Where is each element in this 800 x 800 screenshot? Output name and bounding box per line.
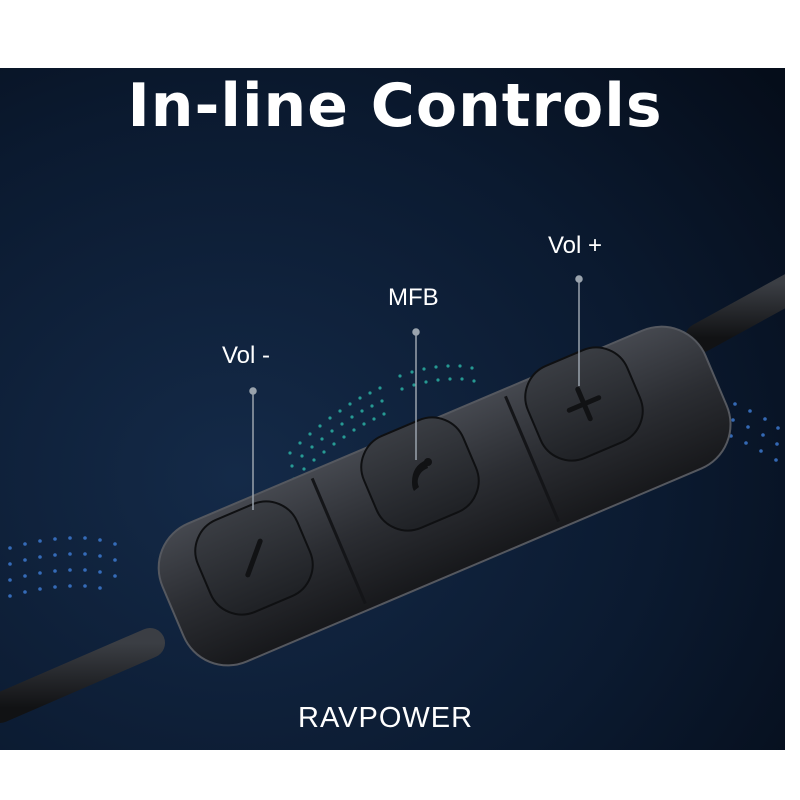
cable-right (685, 274, 785, 353)
brand-logo: RAVPOWER (298, 702, 474, 734)
product-image (0, 68, 785, 750)
cable-left (0, 628, 165, 723)
sound-wave-dots-left (8, 536, 117, 598)
vol-minus-label: Vol - (222, 342, 271, 369)
mfb-label: MFB (388, 284, 439, 311)
page-title: In-line Controls (127, 71, 663, 141)
minus-icon (245, 538, 263, 578)
callout-lines (249, 275, 583, 510)
mfb-button[interactable] (351, 407, 489, 541)
plus-icon (566, 386, 602, 422)
vol-minus-button[interactable] (185, 491, 323, 625)
vol-plus-button[interactable] (515, 337, 653, 471)
control-buttons (185, 275, 653, 625)
vol-plus-label: Vol + (548, 232, 603, 259)
phone-icon (412, 458, 432, 491)
